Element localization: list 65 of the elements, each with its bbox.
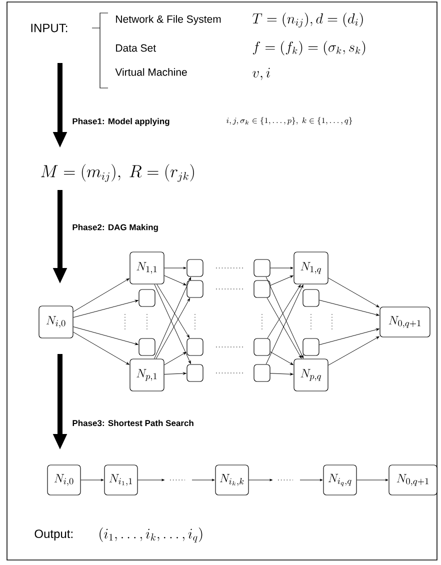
- arrow: [266, 284, 304, 364]
- formula: $f=(f_k)=(\sigma_k, s_k)$: [252, 40, 366, 56]
- node-box: $N_{1,q}$: [294, 252, 328, 284]
- phase-label: Phase1: Model applying: [72, 118, 170, 126]
- empty-box: [186, 338, 204, 356]
- arrow: [266, 298, 302, 358]
- node-box: $N_{p,1}$: [130, 358, 164, 392]
- arrow: [73, 326, 138, 346]
- arrow: [328, 336, 380, 366]
- empty-box: [186, 280, 204, 298]
- arrow: [138, 478, 165, 482]
- empty-box: [138, 338, 156, 356]
- node-box: $N_{i,0}$: [47, 464, 81, 496]
- arrow: [73, 300, 138, 318]
- arrow: [164, 275, 186, 286]
- empty-box: [254, 338, 270, 356]
- empty-box: [254, 259, 270, 277]
- arrow: [156, 284, 190, 338]
- arrow: [266, 276, 304, 358]
- formula: $v, i$: [252, 68, 270, 80]
- empty-box: [186, 259, 204, 277]
- arrow: [73, 332, 130, 365]
- empty-box: [254, 364, 270, 382]
- arrow: [319, 300, 380, 316]
- node-box: $N_{0,q+1}$: [380, 306, 430, 338]
- arrow: [270, 372, 294, 376]
- node-box: $N_{i_q,q}$: [323, 464, 357, 496]
- arrow: [267, 284, 301, 338]
- arrow: [356, 478, 388, 482]
- arrow: [300, 478, 323, 482]
- arrow: [164, 352, 186, 366]
- phase-label: Phase3: Shortest Path Search: [72, 420, 194, 426]
- label: Network & File System: [116, 15, 221, 25]
- label: Output:: [34, 530, 72, 540]
- label: INPUT:: [31, 24, 68, 32]
- phase-label: Phase2: DAG Making: [72, 224, 158, 232]
- formula: $(i_1,\ldots,i_k,\ldots,i_q)$: [100, 528, 202, 542]
- empty-box: [254, 280, 270, 298]
- formula: $M=(m_{ij}),\ R=(r_{jk})$: [41, 164, 194, 182]
- empty-box: [302, 338, 320, 356]
- node-box: $N_{i,0}$: [38, 306, 74, 338]
- arrow: [319, 328, 380, 346]
- node-box: $N_{1,1}$: [130, 252, 164, 284]
- arrow: [270, 275, 294, 286]
- arrow: [248, 478, 273, 482]
- node-box: $N_{p,q}$: [294, 358, 328, 392]
- empty-box: [186, 364, 204, 382]
- arrow: [164, 266, 186, 270]
- node-box: $N_{i_1,1}$: [104, 464, 138, 496]
- label: Data Set: [116, 44, 156, 52]
- node-box: $N_{0,q+1}$: [388, 464, 438, 496]
- formula: $i, j, \sigma_k \in \{1,\ldots,p\},\; k\in\{1,\ldots,q\}$: [226, 117, 352, 125]
- arrow: [80, 478, 104, 482]
- arrow: [164, 372, 186, 375]
- arrow: [328, 278, 380, 308]
- arrow: [156, 298, 190, 359]
- arrow: [270, 352, 294, 366]
- node-box: $N_{i_k,k}$: [215, 464, 249, 496]
- empty-box: [138, 289, 156, 307]
- label: Virtual Machine: [115, 68, 187, 76]
- arrow: [270, 266, 294, 270]
- empty-box: [302, 289, 320, 307]
- arrow: [73, 278, 130, 312]
- formula: $T=(n_{ij}), d=(d_i)$: [252, 12, 363, 28]
- arrow: [192, 478, 215, 482]
